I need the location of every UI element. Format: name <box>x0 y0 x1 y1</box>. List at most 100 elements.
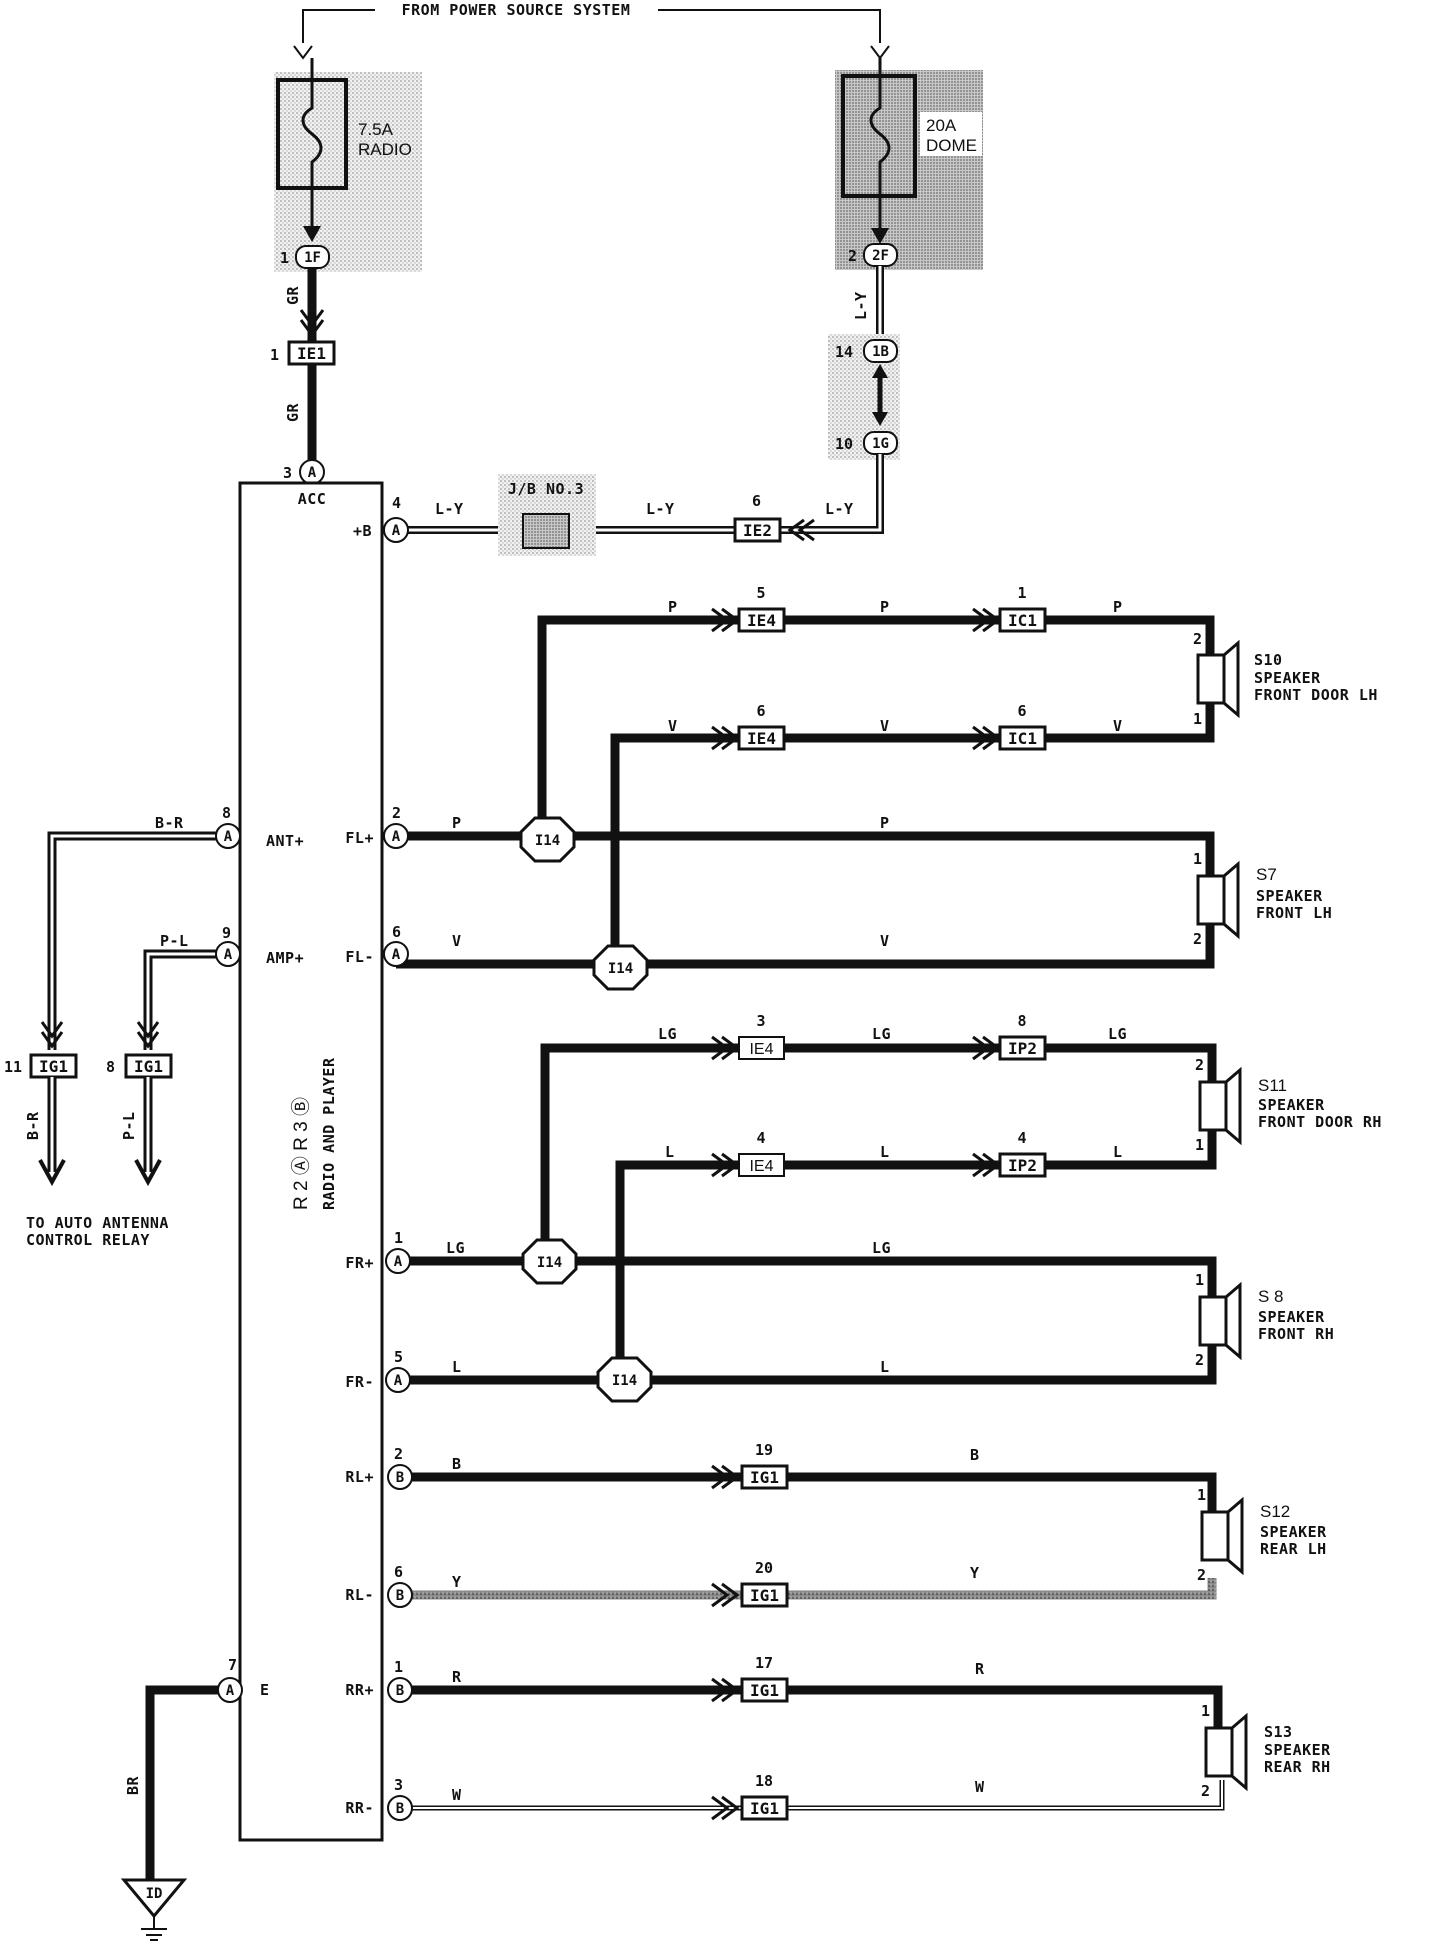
svg-text:S10: S10 <box>1254 651 1283 669</box>
svg-text:S13: S13 <box>1264 1723 1293 1741</box>
radio-unit-title: R 2 Ⓐ R 3 Ⓑ RADIO AND PLAYER <box>290 1057 338 1210</box>
pin-fl-minus-circle <box>383 941 409 967</box>
pin-b: 4 <box>392 494 401 512</box>
pin-IE2: 6 <box>752 492 761 510</box>
connector-IG1-y <box>740 1582 789 1608</box>
svg-text:2F: 2F <box>872 248 889 264</box>
svg-text:W: W <box>975 1778 985 1796</box>
pin-1G: 10 <box>835 435 853 453</box>
wire-label-ground: BR <box>124 1775 142 1795</box>
svg-text:A: A <box>394 1373 403 1389</box>
svg-text:IG1: IG1 <box>750 1799 779 1818</box>
svg-text:LG: LG <box>872 1239 891 1257</box>
radio-unit-body <box>238 481 384 1842</box>
svg-text:S11: S11 <box>1258 1076 1287 1095</box>
svg-text:R: R <box>452 1668 462 1686</box>
svg-text:1G: 1G <box>872 436 889 452</box>
dome-fuse-arrow <box>871 228 889 244</box>
svg-text:L: L <box>1113 1143 1123 1161</box>
terminal-amp: AMP+ <box>266 949 304 967</box>
connector-IG1-r <box>740 1677 789 1703</box>
radio-fuse-rating: 7.5A <box>358 120 394 139</box>
svg-text:FRONT LH: FRONT LH <box>1256 904 1332 922</box>
svg-text:IG1: IG1 <box>134 1057 163 1076</box>
speaker-s10: 2 1 S10 SPEAKER FRONT DOOR LH <box>1193 630 1377 728</box>
svg-text:B: B <box>396 1801 404 1817</box>
svg-text:IE2: IE2 <box>743 521 772 540</box>
wire-label-pl-out: P-L <box>120 1111 138 1140</box>
pin-IE1: 1 <box>270 346 279 364</box>
wire-ly-bottom <box>400 454 884 534</box>
svg-text:20: 20 <box>755 1559 773 1577</box>
svg-text:REAR LH: REAR LH <box>1260 1540 1327 1558</box>
svg-text:IC1: IC1 <box>1008 611 1037 630</box>
terminal-b: +B <box>353 522 372 540</box>
svg-text:A: A <box>392 947 401 963</box>
svg-text:REAR RH: REAR RH <box>1264 1758 1331 1776</box>
svg-text:IE4: IE4 <box>749 1041 773 1058</box>
connector-IP2-lg <box>998 1035 1047 1061</box>
pin-fl-plus-circle <box>383 823 409 849</box>
svg-text:4: 4 <box>1017 1129 1026 1147</box>
wire-ant-out <box>38 1077 162 1187</box>
svg-text:SPEAKER: SPEAKER <box>1256 887 1323 905</box>
connector-IE4-p <box>737 607 786 633</box>
connector-IP2-l <box>998 1152 1047 1178</box>
terminal-acc: ACC <box>298 490 327 508</box>
pin-2F: 2 <box>848 247 857 265</box>
jb3-label: J/B NO.3 <box>508 480 584 498</box>
svg-text:IP2: IP2 <box>1008 1156 1037 1175</box>
wires-front-left <box>396 615 1215 969</box>
terminal-rr-plus: RR+ <box>345 1681 374 1699</box>
svg-text:P: P <box>880 814 890 832</box>
radio-fuse-icon <box>301 58 323 236</box>
svg-text:V: V <box>880 717 890 735</box>
svg-text:18: 18 <box>755 1772 773 1790</box>
wire-ground <box>145 1685 228 1880</box>
connector-IC1-v <box>998 725 1047 751</box>
svg-text:1: 1 <box>1197 1486 1206 1504</box>
svg-text:A: A <box>226 1683 235 1699</box>
svg-text:A: A <box>392 829 401 845</box>
svg-text:P: P <box>1113 598 1123 616</box>
svg-text:I14: I14 <box>535 833 560 849</box>
svg-text:SPEAKER: SPEAKER <box>1260 1523 1327 1541</box>
pin-b-circle <box>383 517 409 543</box>
pin-fr-plus-circle <box>385 1248 411 1274</box>
wire-label-ly-right: L-Y <box>852 291 870 320</box>
svg-text:5: 5 <box>756 584 765 602</box>
svg-text:2: 2 <box>394 1445 403 1463</box>
svg-text:2: 2 <box>1195 1351 1204 1369</box>
svg-text:1F: 1F <box>304 250 321 266</box>
speaker-s12: 1 2 S12 SPEAKER REAR LH <box>1197 1486 1327 1584</box>
svg-text:SPEAKER: SPEAKER <box>1258 1308 1325 1326</box>
svg-text:L: L <box>880 1358 890 1376</box>
splice-I14-fr-plus <box>521 1238 578 1285</box>
svg-text:IP2: IP2 <box>1008 1039 1037 1058</box>
dome-fuse-name: DOME <box>926 136 977 155</box>
svg-text:A: A <box>224 829 233 845</box>
svg-text:IE1: IE1 <box>297 344 326 363</box>
svg-text:I14: I14 <box>612 1373 637 1389</box>
power-source-label: FROM POWER SOURCE SYSTEM <box>402 1 631 19</box>
pin-1B: 14 <box>835 343 853 361</box>
connector-IE4-lg <box>738 1036 785 1060</box>
wire-ant <box>47 831 228 1050</box>
svg-text:1: 1 <box>1195 1136 1204 1154</box>
svg-text:IG1: IG1 <box>750 1681 779 1700</box>
svg-text:V: V <box>1113 717 1123 735</box>
wires-rear-right <box>400 1685 1225 1811</box>
ground-id: ID <box>146 1886 163 1902</box>
svg-text:IE4: IE4 <box>747 611 776 630</box>
svg-text:S7: S7 <box>1256 865 1277 884</box>
svg-text:I14: I14 <box>537 1255 562 1271</box>
svg-text:6: 6 <box>756 702 765 720</box>
svg-text:IG1: IG1 <box>750 1468 779 1487</box>
wire-label-gr-upper: GR <box>284 285 302 305</box>
power-source-lines <box>293 9 890 60</box>
svg-text:P: P <box>668 598 678 616</box>
svg-text:1: 1 <box>394 1229 403 1247</box>
svg-text:2: 2 <box>1193 630 1202 648</box>
svg-text:B: B <box>396 1470 404 1486</box>
svg-text:L: L <box>452 1358 462 1376</box>
